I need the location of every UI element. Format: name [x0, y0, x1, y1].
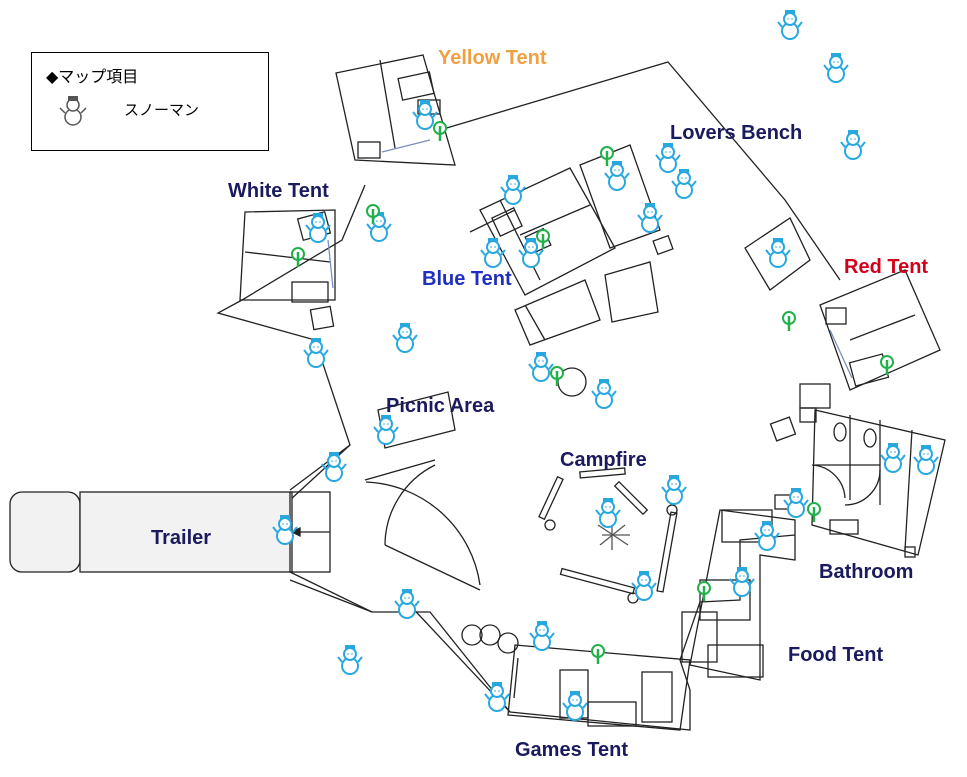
location-pin-icon[interactable] [290, 247, 306, 269]
white-tent-shape [239, 209, 336, 301]
red-tent-shape [819, 269, 941, 391]
location-pin-icon[interactable] [549, 366, 565, 388]
location-pin-icon[interactable] [879, 355, 895, 377]
snowman-icon[interactable] [321, 451, 347, 483]
snowman-icon[interactable] [500, 174, 526, 206]
yellow-tent-shape [335, 54, 456, 166]
label-food-tent: Food Tent [788, 644, 884, 666]
label-red-tent: Red Tent [844, 256, 929, 278]
snowman-icon[interactable] [823, 52, 849, 84]
perimeter-wall [216, 184, 366, 491]
snowman-icon[interactable] [777, 9, 803, 41]
location-pin-icon[interactable] [365, 204, 381, 226]
snowman-icon[interactable] [303, 337, 329, 369]
label-bathroom: Bathroom [819, 561, 914, 583]
snowman-icon[interactable] [480, 237, 506, 269]
snowman-icon[interactable] [671, 168, 697, 200]
legend-title: ◆マップ項目 [46, 67, 139, 86]
snowman-icon [59, 96, 87, 126]
snowman-icon[interactable] [529, 620, 555, 652]
snowman-icon[interactable] [655, 142, 681, 174]
location-pin-icon[interactable] [432, 121, 448, 143]
label-games-tent: Games Tent [515, 739, 628, 761]
snowman-icon[interactable] [484, 681, 510, 713]
snowman-icon[interactable] [562, 690, 588, 722]
location-pin-icon[interactable] [535, 229, 551, 251]
bathroom-shape [811, 409, 946, 556]
snowman-icon[interactable] [729, 566, 755, 598]
snowman-icon[interactable] [661, 474, 687, 506]
snowman-icon[interactable] [337, 644, 363, 676]
snowman-icon[interactable] [518, 237, 544, 269]
location-pin-icon[interactable] [781, 311, 797, 333]
location-pin-icon[interactable] [599, 146, 615, 168]
snowman-icon[interactable] [305, 212, 331, 244]
legend-label-snowman: スノーマン [124, 101, 200, 119]
label-trailer: Trailer [151, 527, 212, 549]
label-yellow-tent: Yellow Tent [438, 47, 547, 69]
location-pin-icon[interactable] [590, 644, 606, 666]
snowman-icon[interactable] [392, 322, 418, 354]
location-pin-icon[interactable] [806, 502, 822, 524]
trailer-cab [9, 491, 81, 573]
blue-tent-shape [479, 167, 616, 296]
label-campfire: Campfire [560, 449, 647, 471]
map-legend: ◆マップ項目 スノーマン [31, 52, 269, 151]
trailer-body [79, 491, 293, 573]
snowman-icon[interactable] [604, 160, 630, 192]
snowman-icon[interactable] [373, 414, 399, 446]
label-blue-tent: Blue Tent [422, 268, 512, 290]
perimeter-wall [439, 61, 841, 281]
games-tent-shape [507, 644, 691, 731]
snowman-icon[interactable] [394, 588, 420, 620]
label-white-tent: White Tent [228, 180, 329, 202]
snowman-icon[interactable] [591, 378, 617, 410]
lovers-bench-shape [744, 217, 811, 291]
snowman-icon[interactable] [880, 442, 906, 474]
snowman-icon[interactable] [783, 487, 809, 519]
food-tent-shape [689, 509, 796, 681]
snowman-icon[interactable] [754, 520, 780, 552]
snowman-icon[interactable] [528, 351, 554, 383]
snowman-icon[interactable] [637, 202, 663, 234]
snowman-icon[interactable] [272, 514, 298, 546]
snowman-icon[interactable] [840, 129, 866, 161]
snowman-icon[interactable] [631, 570, 657, 602]
label-picnic-area: Picnic Area [386, 395, 495, 417]
snowman-icon[interactable] [412, 99, 438, 131]
snowman-icon[interactable] [595, 497, 621, 529]
location-pin-icon[interactable] [696, 581, 712, 603]
snowman-icon[interactable] [765, 237, 791, 269]
snowman-icon[interactable] [913, 444, 939, 476]
label-lovers-bench: Lovers Bench [670, 122, 803, 144]
